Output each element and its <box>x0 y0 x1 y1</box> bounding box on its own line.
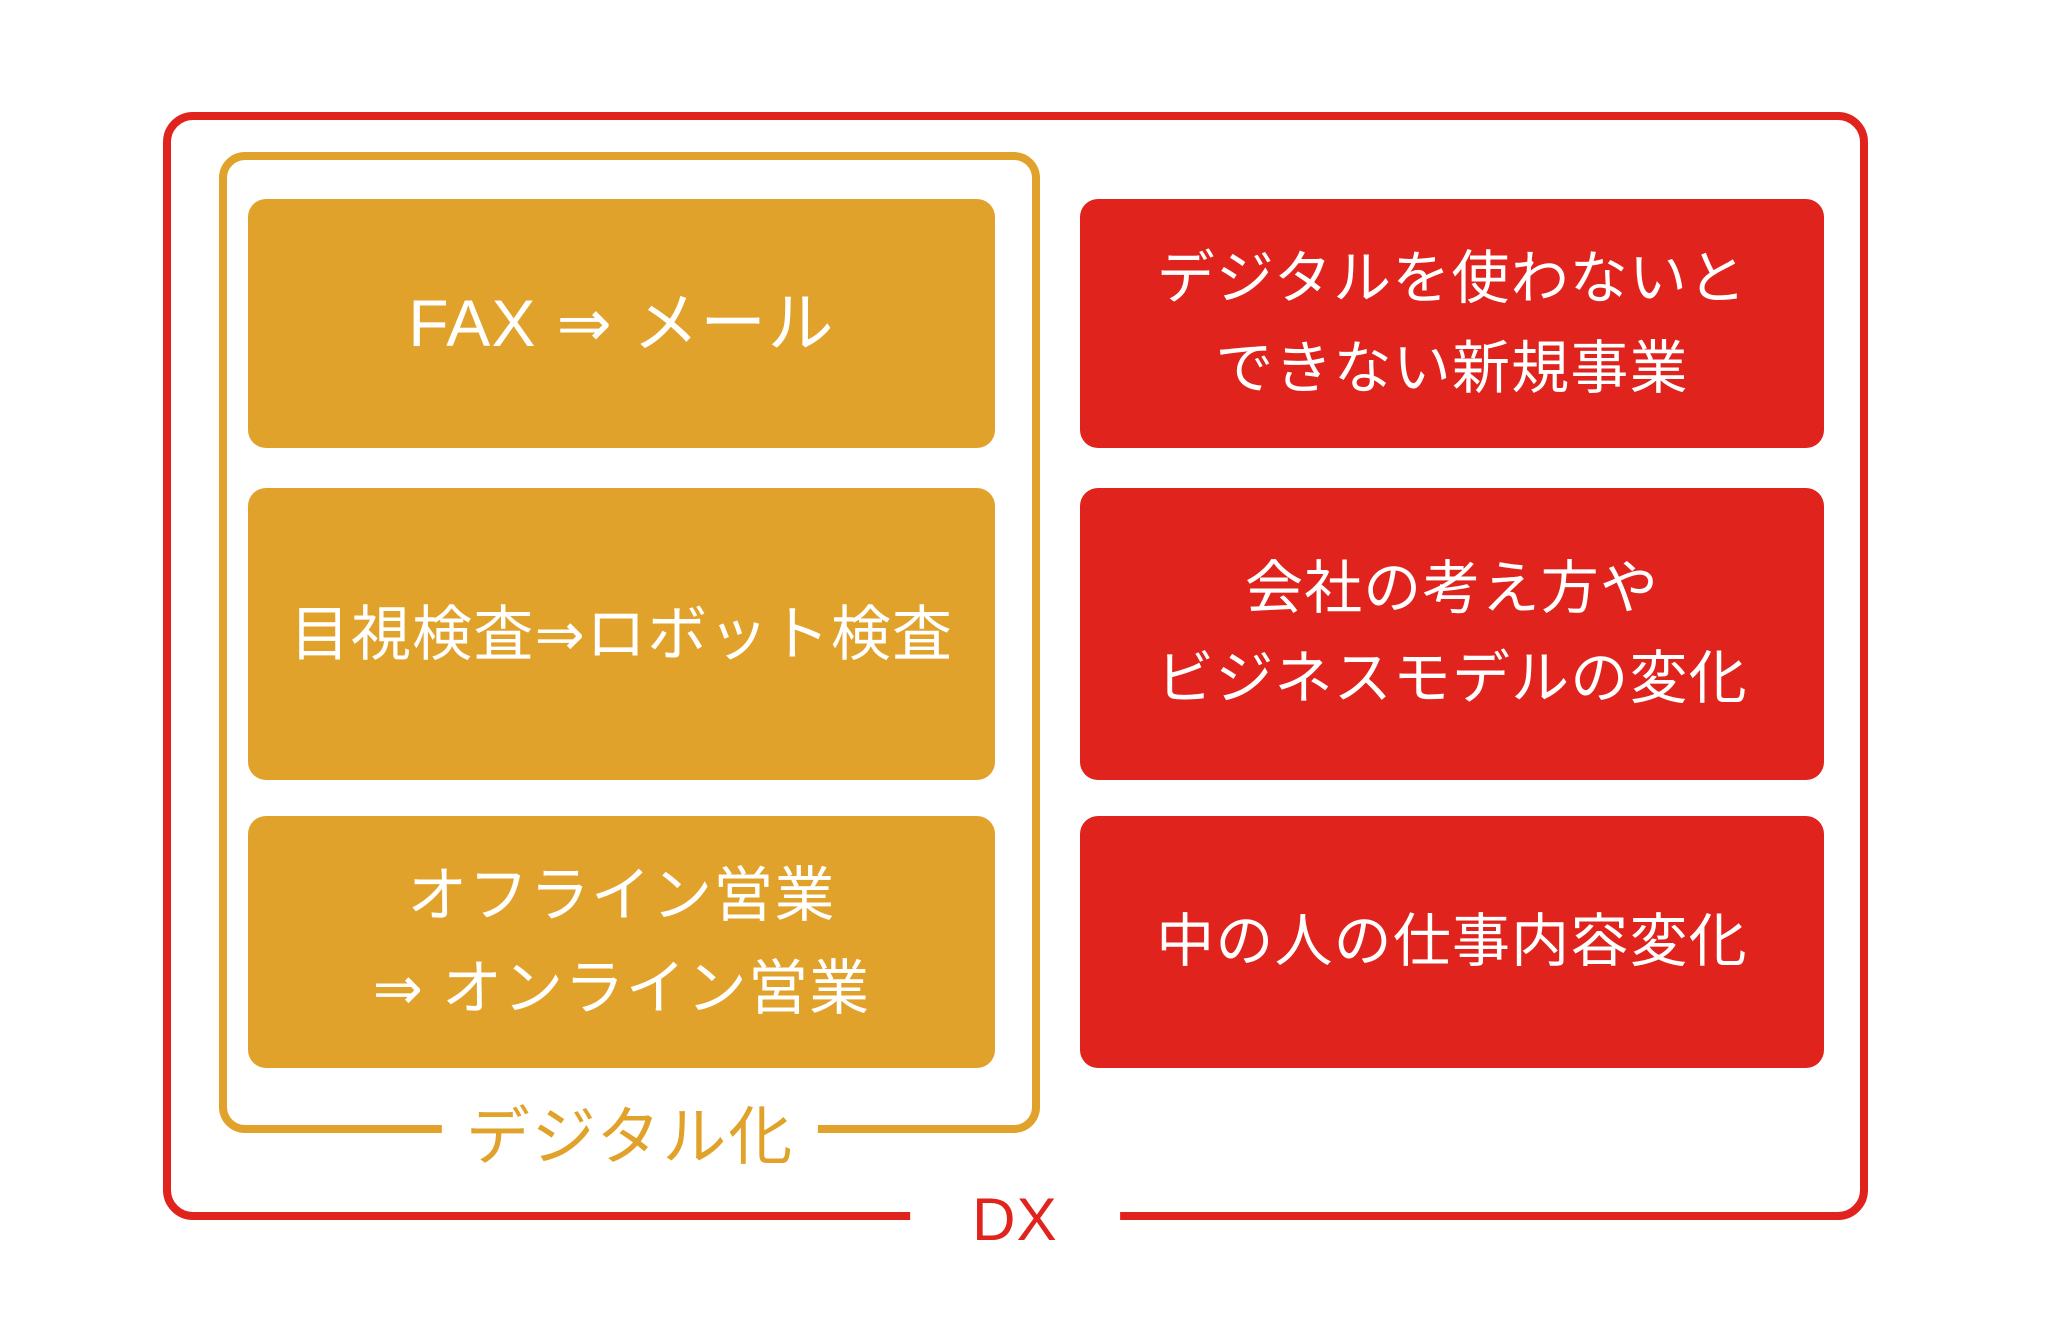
box-text-line: 目視検査⇒ロボット検査 <box>289 600 954 668</box>
box-text-line: ビジネスモデルの変化 <box>1156 646 1748 711</box>
digitalization-frame-label: デジタル化 <box>441 1099 819 1175</box>
digitalization-box-inspection: 目視検査⇒ロボット検査 <box>248 488 995 780</box>
digitalization-box-sales: オフライン営業 ⇒ オンライン営業 <box>248 816 995 1068</box>
dx-box-new-business: デジタルを使わないと できない新規事業 <box>1080 199 1824 448</box>
box-text-line: デジタルを使わないと <box>1156 245 1748 311</box>
dx-frame-label: DX <box>910 1184 1120 1256</box>
box-text-line: 会社の考え方や <box>1244 556 1660 622</box>
dx-box-business-model: 会社の考え方や ビジネスモデルの変化 <box>1080 488 1824 780</box>
dx-box-work-content: 中の人の仕事内容変化 <box>1080 816 1824 1068</box>
box-text-line: できない新規事業 <box>1215 335 1689 401</box>
digitalization-box-fax-to-mail: FAX ⇒ メール <box>248 199 995 448</box>
box-text-line: FAX ⇒ メール <box>408 286 835 361</box>
box-text-line: 中の人の仕事内容変化 <box>1156 909 1748 975</box>
box-text-line: オフライン営業 <box>407 862 836 929</box>
box-text-line: ⇒ オンライン営業 <box>372 955 871 1022</box>
